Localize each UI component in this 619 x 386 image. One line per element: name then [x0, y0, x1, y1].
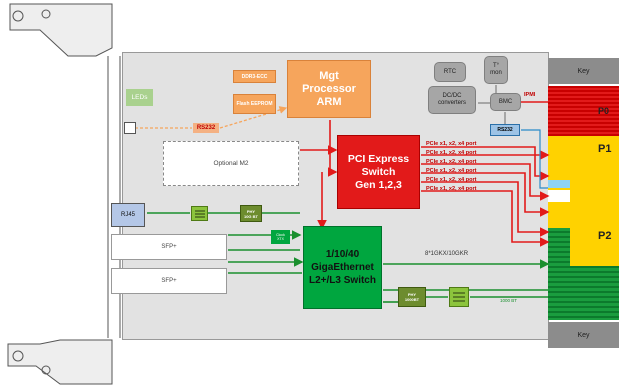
- key-bottom: Key: [548, 322, 619, 348]
- dcdc-line1: DC/DC: [442, 93, 462, 99]
- bt1000-label: 1000 BT: [500, 298, 518, 303]
- pcie-port-6: PCIe x1, x2, x4 port: [426, 186, 477, 192]
- p1-blue-segment: [548, 180, 570, 188]
- mgt-line3: ARM: [316, 95, 342, 108]
- giga-line1: 1/10/40: [325, 249, 360, 260]
- clock-line1: Clock: [276, 233, 285, 237]
- phy-10gbt-line2: 10G BT: [243, 213, 258, 219]
- pci-line2: Switch: [361, 165, 396, 178]
- sfp-port-2: SFP+: [111, 268, 227, 294]
- front-panel-handles: [7, 3, 121, 385]
- mgt-processor-arm: Mgt Processor ARM: [287, 60, 371, 118]
- pcie-port-1: PCIe x1, x2, x4 port: [426, 141, 477, 147]
- gigaethernet-switch: 1/10/40 GigaEthernet L2+/L3 Switch: [303, 226, 382, 309]
- rs232-left: RS232: [193, 123, 219, 133]
- rj45-port: RJ45: [111, 203, 145, 227]
- p2-yellow-segment: [570, 228, 619, 266]
- rtc-block: RTC: [434, 62, 466, 82]
- mgt-line1: Mgt: [319, 69, 339, 82]
- phy1000-line2: 1000BT: [404, 297, 420, 302]
- connector-p0: [548, 86, 619, 136]
- temp-monitor: T°mon: [484, 56, 508, 84]
- pci-line3: Gen 1,2,3: [355, 178, 402, 191]
- gkx-label: 8*1GKX/10GKR: [425, 251, 469, 257]
- rs232-right: RS232: [490, 124, 520, 136]
- key-top: Key: [548, 58, 619, 84]
- p1-white-segment: [548, 190, 570, 202]
- mgt-line2: Processor: [302, 82, 356, 95]
- pcie-port-4: PCIe x1, x2, x4 port: [426, 168, 477, 174]
- phy1000-line1: PHY: [407, 292, 417, 297]
- giga-line2: GigaEthernet: [311, 262, 374, 273]
- clock-line2: XTX: [277, 237, 284, 241]
- optional-m2: Optional M2: [163, 141, 299, 186]
- p2-label: P2: [598, 230, 612, 242]
- pci-line1: PCI Express: [347, 152, 410, 165]
- p1-label: P1: [598, 143, 612, 155]
- pcie-port-5: PCIe x1, x2, x4 port: [426, 177, 477, 183]
- transformer-icon-1: [191, 206, 208, 221]
- tmon-line2: mon: [490, 70, 502, 76]
- tmon-line1: T°: [492, 63, 500, 69]
- p0-label: P0: [598, 106, 610, 116]
- pci-express-switch: PCI Express Switch Gen 1,2,3: [337, 135, 420, 209]
- serial-port: [124, 122, 136, 134]
- leds-block: LEDs: [126, 89, 153, 106]
- dcdc-line2: converters: [437, 100, 466, 106]
- phy-10gbt-line1: PHY: [246, 208, 256, 214]
- ddr3-ecc: DDR3-ECC: [233, 70, 276, 83]
- transformer-icon-2: [449, 287, 469, 307]
- pcie-port-3: PCIe x1, x2, x4 port: [426, 159, 477, 165]
- bmc-block: BMC: [490, 93, 521, 111]
- sfp-port-1: SFP+: [111, 234, 227, 260]
- pcie-port-2: PCIe x1, x2, x4 port: [426, 150, 477, 156]
- ipmi-label: IPMI: [524, 92, 536, 98]
- flash-eeprom: Flash EEPROM: [233, 94, 276, 114]
- giga-line3: L2+/L3 Switch: [309, 275, 376, 286]
